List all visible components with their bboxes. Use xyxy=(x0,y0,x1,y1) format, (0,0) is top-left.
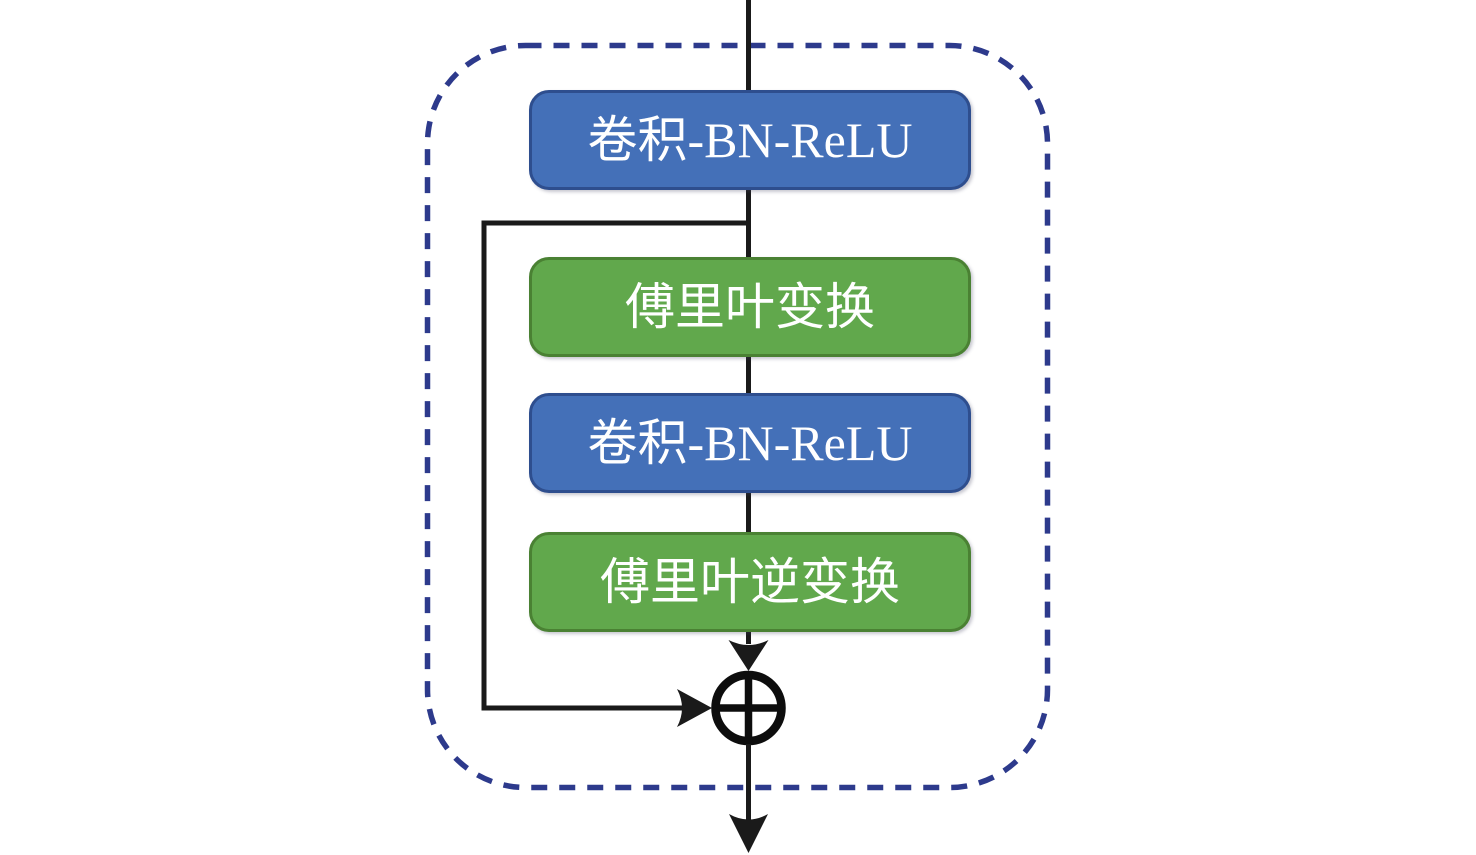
block-inverse-fourier-transform-label: 傅里叶逆变换 xyxy=(600,554,900,610)
dashed-block-boundary xyxy=(424,42,1051,791)
block-fourier-transform: 傅里叶变换 xyxy=(529,257,971,357)
block-conv-bn-relu-1: 卷积-BN-ReLU xyxy=(529,90,971,190)
arrowhead-down-into-add-icon xyxy=(728,640,769,671)
block-conv-bn-relu-1-label: 卷积-BN-ReLU xyxy=(587,112,913,168)
add-operator-icon xyxy=(711,670,786,746)
block-fourier-transform-label: 傅里叶变换 xyxy=(625,279,875,335)
arrowhead-right-into-add-icon xyxy=(677,689,712,727)
block-conv-bn-relu-2-label: 卷积-BN-ReLU xyxy=(587,415,913,471)
block-inverse-fourier-transform: 傅里叶逆变换 xyxy=(529,532,971,632)
block-conv-bn-relu-2: 卷积-BN-ReLU xyxy=(529,393,971,493)
skip-connection-line xyxy=(481,220,749,711)
arrowhead-down-output-icon xyxy=(729,814,768,853)
